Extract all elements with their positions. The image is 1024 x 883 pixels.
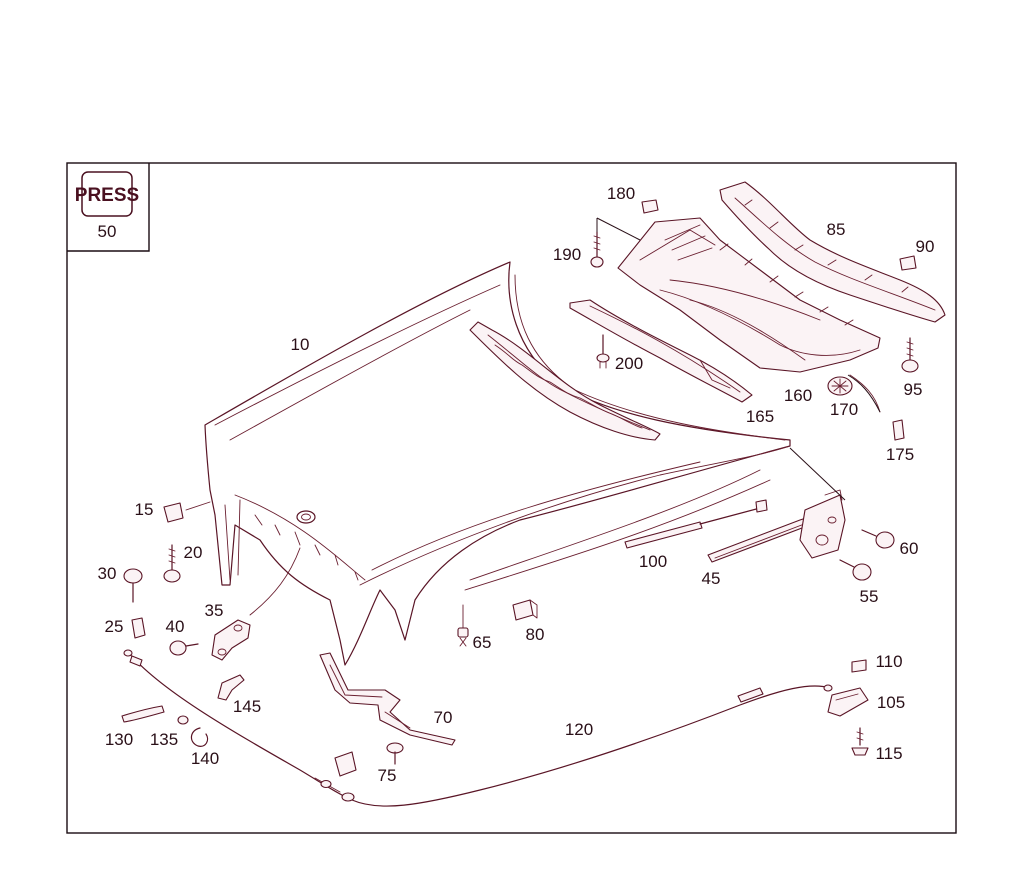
callout-130: 130: [105, 730, 133, 749]
diagram-frame: [66, 162, 957, 834]
part-135-washer: [177, 715, 189, 725]
part-200-rivet: [596, 334, 610, 369]
part-75-clip: [386, 742, 404, 765]
callout-20: 20: [184, 543, 203, 562]
part-105-release-handle: [827, 687, 869, 717]
callout-45: 45: [702, 569, 721, 588]
callout-25: 25: [105, 617, 124, 636]
callout-40: 40: [166, 617, 185, 636]
hinge-bracket: [799, 489, 846, 559]
callout-75: 75: [378, 766, 397, 785]
part-90-clip: [899, 255, 917, 271]
part-145-hook: [217, 674, 245, 701]
press-stamp: PRESS 50: [67, 163, 150, 252]
part-30-bolt: [123, 568, 143, 603]
part-95-screw: [901, 337, 919, 373]
callout-100: 100: [639, 552, 667, 571]
part-35-hood-lock: [211, 547, 301, 661]
callout-180: 180: [607, 184, 635, 203]
part-165-seal: [569, 299, 753, 403]
part-60-bolt: [861, 529, 895, 549]
part-180-clip: [641, 199, 659, 214]
callout-165: 165: [746, 407, 774, 426]
callout-95: 95: [904, 380, 923, 399]
press-stamp-number: 50: [98, 222, 117, 241]
part-160-plenum: [617, 217, 881, 373]
part-115-screw: [851, 727, 869, 756]
part-70-bracket: [319, 652, 456, 746]
callout-140: 140: [191, 749, 219, 768]
leader-lines: [596, 217, 881, 501]
callout-80: 80: [526, 625, 545, 644]
callout-90: 90: [916, 237, 935, 256]
hood-panel: [204, 261, 791, 666]
part-190-screw: [590, 231, 604, 268]
callout-145: 145: [233, 697, 261, 716]
part-120-cable: [123, 649, 833, 807]
part-20-screw: [163, 544, 181, 583]
part-85-frame: [719, 181, 946, 323]
callout-170: 170: [830, 400, 858, 419]
part-140-clip: [190, 727, 209, 747]
callout-105: 105: [877, 693, 905, 712]
part-175-clip: [849, 374, 905, 441]
callout-labels: 10 15 20 25 30 35 40 45 55 60 65 70 75 8…: [98, 184, 935, 785]
part-100-gas-strut: [624, 499, 768, 549]
callout-55: 55: [860, 587, 879, 606]
callout-200: 200: [615, 354, 643, 373]
part-130-lever: [121, 705, 165, 723]
callout-15: 15: [135, 500, 154, 519]
callout-60: 60: [900, 539, 919, 558]
callout-10: 10: [291, 335, 310, 354]
part-170-grommet: [827, 376, 853, 396]
callout-160: 160: [784, 386, 812, 405]
part-40-bolt: [169, 640, 199, 656]
callout-85: 85: [827, 220, 846, 239]
callout-65: 65: [473, 633, 492, 652]
part-15-buffer: [163, 501, 211, 523]
callout-70: 70: [434, 708, 453, 727]
callout-120: 120: [565, 720, 593, 739]
latch-guide: [334, 751, 357, 777]
part-110-clip: [851, 659, 867, 673]
part-55-bolt: [839, 559, 872, 581]
callout-115: 115: [875, 744, 902, 763]
callout-175: 175: [886, 445, 914, 464]
part-80-buffer: [512, 599, 538, 621]
callout-30: 30: [98, 564, 117, 583]
callout-110: 110: [875, 652, 902, 671]
press-stamp-word: PRESS: [75, 185, 139, 206]
part-25-cable-guide: [131, 617, 146, 639]
callout-190: 190: [553, 245, 581, 264]
callout-35: 35: [205, 601, 224, 620]
callout-135: 135: [150, 730, 178, 749]
part-65-bump-stop: [457, 604, 469, 647]
